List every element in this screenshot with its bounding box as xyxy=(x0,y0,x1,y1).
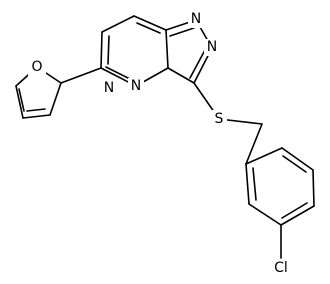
triazole-right-nitrogen-label: N xyxy=(207,39,217,55)
bond-furan-pyridazine xyxy=(60,67,102,84)
bond-benz-6-1 xyxy=(245,163,250,205)
bridgehead-nitrogen-label: N xyxy=(131,78,141,94)
pyridazine-nitrogen-atom: N xyxy=(101,80,117,97)
bond-pyr-c6-c5 xyxy=(100,31,103,69)
bond-pyr-c4-c3-inner xyxy=(136,22,161,34)
bond-benz-2-3 xyxy=(281,147,314,171)
bond-pyr-c5-c4 xyxy=(101,15,135,33)
triazole-top-nitrogen-label: N xyxy=(191,11,201,27)
bridgehead-nitrogen-atom: N xyxy=(128,78,144,95)
bond-benz-2-3-inner xyxy=(282,155,307,173)
bond-tri-c8a-ntop-inner xyxy=(169,27,195,37)
bond-pyr-c6-c5-inner xyxy=(107,35,110,65)
bond-furan-c4-c5-inner xyxy=(18,88,25,112)
bond-benz-4-5 xyxy=(280,205,315,226)
bond-furan-c3-c4-inner xyxy=(26,108,46,112)
furan-oxygen-label: O xyxy=(31,59,42,75)
bond-furan-c3-c4 xyxy=(22,114,51,119)
bond-pyr-nbridge-nleft-inner xyxy=(105,66,131,80)
bond-pyr-c3-c8a xyxy=(165,29,169,69)
bond-pyr-c4-c3 xyxy=(133,15,167,31)
bond-benz-4-5-inner xyxy=(281,202,308,219)
bond-benz-3-4 xyxy=(312,169,315,207)
chlorine-atom: Cl xyxy=(269,259,293,277)
sulfur-atom: S xyxy=(211,110,227,128)
bond-furan-c4-c5 xyxy=(15,85,24,119)
furan-oxygen-atom: O xyxy=(28,59,46,76)
sulfur-label: S xyxy=(215,111,224,127)
bonds xyxy=(15,15,315,259)
pyridazine-nitrogen-label: N xyxy=(104,80,114,96)
bond-benz-6-1-inner xyxy=(252,167,257,201)
triazole-right-nitrogen-atom: N xyxy=(204,39,220,56)
atom-labels: O N N N N S Cl xyxy=(28,11,293,277)
chlorine-label: Cl xyxy=(274,260,288,276)
bond-benz-1-2 xyxy=(245,147,283,165)
bond-ch2-benzene xyxy=(245,123,263,165)
bond-tri-nright-c3-inner xyxy=(189,49,206,79)
triazole-top-nitrogen-atom: N xyxy=(188,11,204,28)
bond-benz-5-6 xyxy=(248,203,282,226)
bond-tri-c3-nbridge xyxy=(167,67,195,84)
bond-furan-c2-c3 xyxy=(49,82,62,116)
